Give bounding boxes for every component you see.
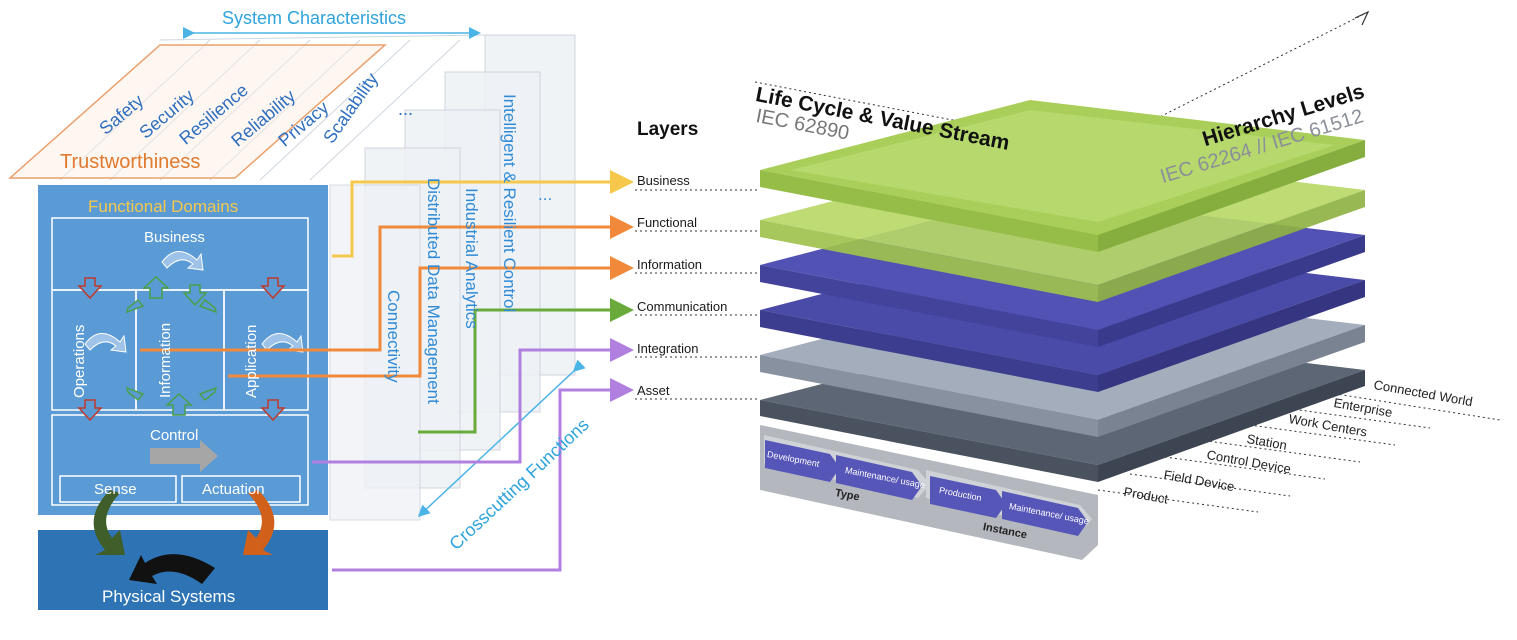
domain-information: Information: [157, 322, 174, 398]
layer-communication: Communication: [637, 299, 728, 314]
domain-actuation: Actuation: [202, 481, 265, 498]
domain-sense: Sense: [94, 481, 137, 498]
mapping-arrows: [140, 170, 634, 572]
crosscutting-item-connectivity: Connectivity: [384, 290, 403, 383]
physical-cycle-arrow: [129, 554, 215, 584]
sense-arrow: [93, 490, 125, 555]
crosscutting-item-more: ...: [538, 185, 553, 204]
life-cycle-bar: [760, 425, 1098, 560]
crosscutting-panels: [329, 34, 576, 521]
trustworthiness-plane: [8, 44, 387, 179]
arrow-information: [228, 256, 634, 378]
arrow-integration: [312, 338, 634, 464]
characteristic-more: ...: [398, 99, 414, 119]
arrow-communication: [418, 298, 634, 434]
arrow-asset: [332, 378, 634, 572]
arrow-functional: [140, 215, 634, 352]
crosscutting-item-control: Intelligent & Resilient Control: [500, 94, 519, 313]
crosscutting-arrow: [417, 359, 586, 518]
arrow-business: [332, 170, 634, 258]
layer-business: Business: [637, 173, 690, 188]
functional-domains-title: Functional Domains: [88, 197, 239, 216]
layer-information: Information: [637, 257, 703, 272]
physical-systems-label: Physical Systems: [102, 587, 236, 606]
system-characteristics-label: System Characteristics: [222, 8, 407, 28]
layers-title: Layers: [637, 119, 699, 140]
domain-operations: Operations: [71, 324, 88, 398]
trustworthiness-label: Trustworthiness: [60, 151, 201, 173]
layer-integration: Integration: [637, 341, 699, 356]
layer-asset: Asset: [637, 383, 670, 398]
domain-application: Application: [243, 324, 260, 398]
crosscutting-item-data-management: Distributed Data Management: [424, 178, 443, 404]
layer-functional: Functional: [637, 215, 697, 230]
domain-business: Business: [144, 229, 205, 246]
crosscutting-item-analytics: Industrial Analytics: [462, 188, 481, 329]
domain-flow-arrows: [77, 251, 304, 472]
actuation-arrow: [243, 490, 275, 555]
domain-control: Control: [150, 427, 199, 444]
rami-layers: [760, 100, 1365, 482]
